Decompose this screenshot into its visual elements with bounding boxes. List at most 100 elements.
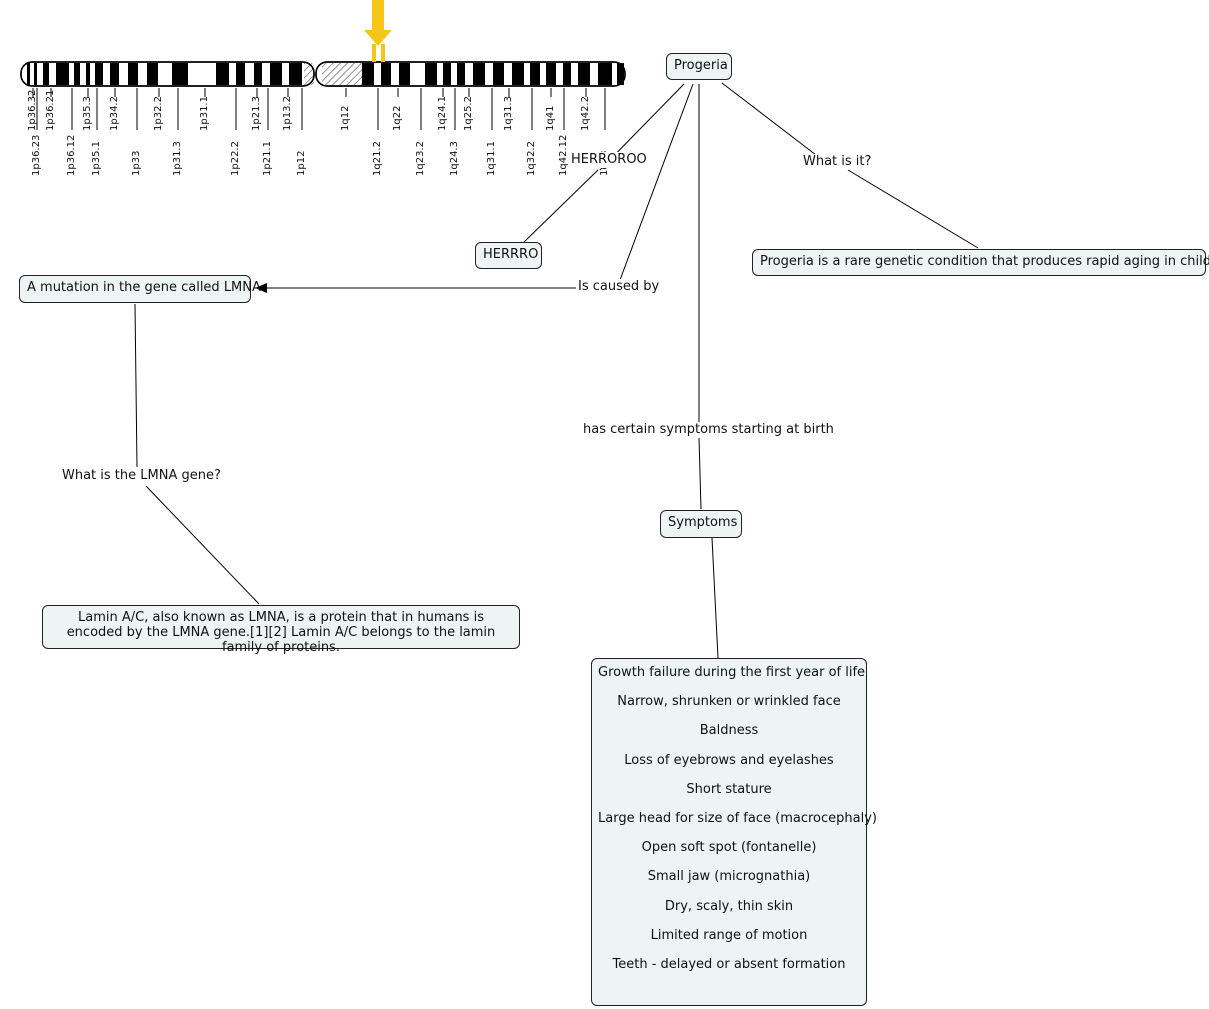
symptom-item: Dry, scaly, thin skin	[664, 898, 794, 914]
symptom-item: Short stature	[686, 781, 772, 797]
symptom-item: Growth failure during the first year of …	[598, 665, 866, 680]
band-label-lower: 1q21.2	[372, 141, 383, 176]
chromosome-band	[110, 63, 119, 85]
link-label-has-symptoms-text: has certain symptoms starting at birth	[583, 422, 834, 437]
line-progeria-causedby	[619, 83, 694, 281]
node-symptoms-text: Symptoms	[668, 515, 738, 530]
line-whatislmna-lamin	[145, 485, 260, 605]
chromosome-band	[254, 63, 262, 85]
line-mutation-whatislmna	[134, 303, 138, 468]
symptom-item: Open soft spot (fontanelle)	[641, 840, 817, 856]
locus-marker	[364, 0, 392, 62]
node-mutation-text: A mutation in the gene called LMNA	[27, 280, 261, 295]
chromosome-band	[128, 63, 138, 85]
band-label-upper: 1p32.2	[153, 96, 164, 131]
band-label-lower: 1p36.23	[31, 134, 42, 176]
link-label-what-is-lmna[interactable]: What is the LMNA gene?	[60, 468, 223, 484]
link-label-what-is-it-text: What is it?	[803, 154, 872, 169]
symptom-item: Small jaw (micrognathia)	[647, 869, 811, 885]
band-label-lower: 1q31.1	[486, 141, 497, 176]
symptom-item: Teeth - delayed or absent formation	[612, 956, 846, 972]
band-label-lower: 1q24.3	[449, 141, 460, 176]
band-label-upper: 1q24.1	[437, 96, 448, 131]
line-whatisit-definition	[847, 169, 979, 249]
band-label-lower: 1p33	[131, 150, 142, 176]
band-label-lower: 1q42.12	[558, 134, 569, 176]
chromosome-band	[56, 63, 69, 85]
band-label-lower: 1p22.2	[230, 141, 241, 176]
p-arm-outline	[20, 61, 315, 87]
band-label-lower: 1p36.12	[66, 134, 77, 176]
symptom-item: Narrow, shrunken or wrinkled face	[617, 694, 841, 710]
band-label-lower: 1p31.3	[172, 141, 183, 176]
symptom-item: Baldness	[699, 723, 759, 739]
symptom-item: Limited range of motion	[650, 927, 808, 943]
line-herroroo-herrro	[522, 169, 599, 244]
node-progeria[interactable]: Progeria	[666, 53, 732, 80]
node-lamin-text: Lamin A/C, also known as LMNA, is a prot…	[66, 610, 496, 655]
chromosome-band	[512, 63, 524, 85]
band-label-lower: 1p21.1	[262, 141, 273, 176]
band-label-upper: 1p34.2	[109, 96, 120, 131]
link-label-what-is-it[interactable]: What is it?	[801, 154, 874, 170]
band-label-lower: 1p12	[296, 150, 307, 176]
node-definition[interactable]: Progeria is a rare genetic condition tha…	[752, 249, 1209, 276]
chromosome-band	[399, 63, 410, 85]
chromosome-band	[425, 63, 437, 85]
band-label-upper: 1q42.2	[580, 96, 591, 131]
band-label-upper: 1q31.3	[503, 96, 514, 131]
band-label-lower: 1q23.2	[415, 141, 426, 176]
chromosome-band	[362, 63, 374, 85]
node-definition-text: Progeria is a rare genetic condition tha…	[760, 254, 1209, 269]
chromosome-band	[617, 63, 624, 85]
node-mutation[interactable]: A mutation in the gene called LMNA	[19, 275, 261, 303]
chromosome-band	[236, 63, 245, 85]
band-label-upper: 1q25.2	[463, 96, 474, 131]
chromosome-band	[381, 63, 391, 85]
link-label-what-is-lmna-text: What is the LMNA gene?	[62, 468, 221, 483]
chromosome-band	[473, 63, 485, 85]
link-label-is-caused-by-text: Is caused by	[578, 279, 660, 294]
link-label-is-caused-by[interactable]: Is caused by	[576, 279, 662, 295]
chromosome-band	[27, 63, 30, 85]
band-label-upper: 1p36.21	[45, 89, 56, 131]
chromosome-band	[74, 63, 80, 85]
chromosome-band	[598, 63, 612, 85]
chromosome-bands	[20, 0, 626, 130]
chromosome-band	[493, 63, 504, 85]
q-arm-outline	[315, 61, 626, 87]
node-herrro-text: HERRRO	[483, 247, 539, 262]
chromosome-band	[216, 63, 229, 85]
chromosome-band	[578, 63, 590, 85]
chromosome-band	[530, 63, 540, 85]
chromosome-band	[563, 63, 571, 85]
node-symptom-list[interactable]: Growth failure during the first year of …	[591, 658, 877, 1006]
node-lamin[interactable]: Lamin A/C, also known as LMNA, is a prot…	[42, 605, 520, 655]
heterochromatin-hatch	[322, 63, 362, 85]
centromere-hatch	[304, 63, 314, 85]
line-hassymptoms-symptoms	[698, 437, 702, 510]
band-label-upper: 1p35.3	[82, 96, 93, 131]
link-label-herroroo-text: HERROROO	[571, 152, 647, 167]
symptom-item: Loss of eyebrows and eyelashes	[624, 752, 834, 768]
chromosome-band	[270, 63, 282, 85]
band-label-upper: 1p31.1	[199, 96, 210, 131]
band-label-lower: 1p35.1	[91, 141, 102, 176]
line-progeria-whatisit	[721, 82, 817, 156]
link-label-herroroo[interactable]: HERROROO	[569, 152, 649, 168]
band-label-upper: 1p21.3	[251, 96, 262, 131]
chromosome-band	[147, 63, 158, 85]
chromosome-band	[443, 63, 451, 85]
chromosome-band	[172, 63, 188, 85]
chromosome-band	[457, 63, 465, 85]
node-herrro[interactable]: HERRRO	[475, 242, 542, 269]
link-label-has-symptoms[interactable]: has certain symptoms starting at birth	[581, 422, 836, 438]
band-label-upper: 1q12	[340, 105, 351, 131]
symptom-item: Large head for size of face (macrocephal…	[598, 810, 877, 826]
node-symptoms[interactable]: Symptoms	[660, 510, 742, 538]
chromosome-band	[546, 63, 556, 85]
chromosome-band	[43, 63, 49, 85]
band-label-upper: 1p13.2	[282, 96, 293, 131]
chromosome-band	[95, 63, 103, 85]
